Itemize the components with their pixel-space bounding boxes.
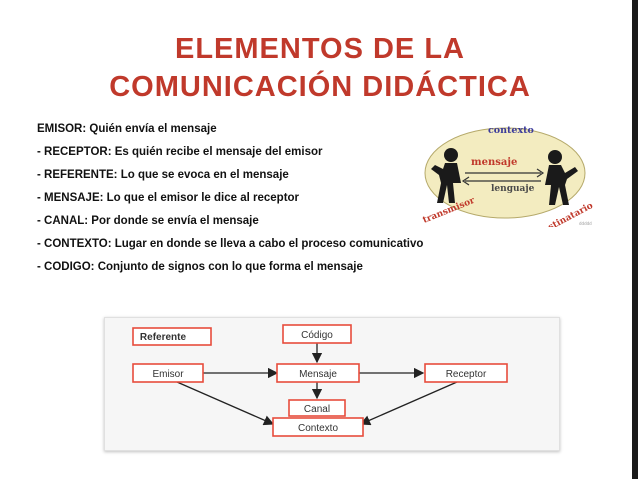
receptor-box xyxy=(424,363,508,383)
codigo-label: Código xyxy=(301,330,333,341)
bullet-canal: - CANAL: Por donde se envía el mensaje xyxy=(37,215,259,227)
illus-lenguaje-label: lenguaje xyxy=(491,184,535,194)
definition-list: EMISOR: Quién envía el mensaje - RECEPTO… xyxy=(37,122,477,283)
message-arrows-icon xyxy=(461,168,545,186)
bullet-codigo: - CODIGO: Conjunto de signos con lo que … xyxy=(37,261,363,273)
receptor-label: Receptor xyxy=(446,369,487,380)
title-line-1: ELEMENTOS DE LA xyxy=(175,33,465,65)
slide-edge-bar xyxy=(632,0,638,479)
svg-text:ddddd: ddddd xyxy=(579,221,592,226)
illus-mensaje-label: mensaje xyxy=(471,157,517,168)
diagram-connectors xyxy=(176,343,458,426)
bullet-contexto: - CONTEXTO: Lugar en donde se lleva a ca… xyxy=(37,238,424,250)
canal-box xyxy=(288,399,346,417)
contexto-box xyxy=(272,417,364,437)
canal-label: Canal xyxy=(304,404,330,415)
emisor-box xyxy=(132,363,204,383)
receiver-figure-icon xyxy=(545,150,578,205)
communication-illustration: contexto mensaje lenguaje transmisor des… xyxy=(413,117,603,239)
referente-box xyxy=(132,327,212,346)
transmitter-figure-icon xyxy=(431,148,461,203)
bullet-mensaje: - MENSAJE: Lo que el emisor le dice al r… xyxy=(37,192,300,204)
emisor-label: Emisor xyxy=(152,369,184,380)
mensaje-label: Mensaje xyxy=(299,369,337,380)
codigo-box xyxy=(282,324,352,344)
referente-label: Referente xyxy=(140,332,187,343)
contexto-label: Contexto xyxy=(298,423,338,434)
illus-contexto-label: contexto xyxy=(488,125,534,136)
slide-title: ELEMENTOS DE LA COMUNICACIÓN DIDÁCTICA xyxy=(60,30,580,106)
bullet-referente: - REFERENTE: Lo que se evoca en el mensa… xyxy=(37,169,289,181)
mensaje-box xyxy=(276,363,360,383)
bullet-emisor: EMISOR: Quién envía el mensaje xyxy=(37,123,217,135)
title-line-2: COMUNICACIÓN DIDÁCTICA xyxy=(109,71,531,103)
bullet-receptor: - RECEPTOR: Es quién recibe el mensaje d… xyxy=(37,146,323,158)
communication-diagram: Referente Código Emisor Mensaje Receptor… xyxy=(104,317,560,451)
